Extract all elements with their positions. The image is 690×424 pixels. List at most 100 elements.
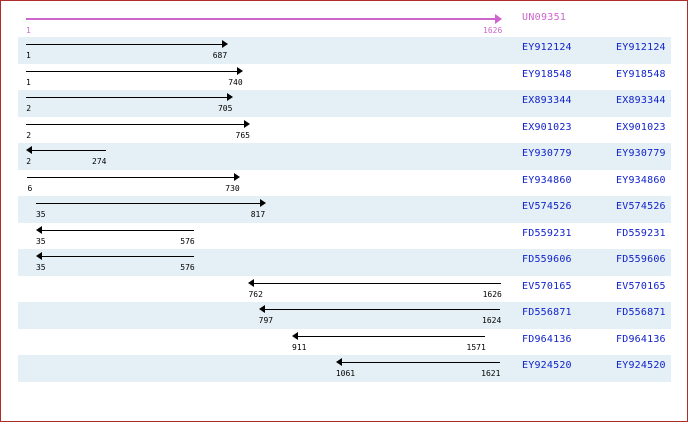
row-background	[18, 275, 671, 302]
arrow-right-icon	[234, 172, 241, 181]
arrow-left-icon	[258, 305, 265, 313]
alignment-bar[interactable]	[35, 203, 260, 204]
hit-accession-link[interactable]: FD559606	[522, 254, 572, 265]
row-background	[18, 169, 671, 196]
row-background	[18, 196, 671, 223]
arrow-left-icon	[248, 278, 255, 287]
table-row[interactable]: 2 705 EX893344 EX893344	[1, 90, 689, 117]
hsp-start-coordinate: 2	[26, 130, 32, 140]
row-background	[18, 222, 671, 249]
hit-description-link[interactable]: FD964136	[616, 333, 666, 345]
hit-description-link[interactable]: EY930779	[616, 148, 666, 159]
query-track-arrowhead-icon	[495, 14, 502, 24]
hit-description-link[interactable]: EX893344	[616, 95, 666, 106]
hit-description-link[interactable]: FD559231	[616, 227, 666, 239]
query-sequence-id: UN09351	[522, 12, 567, 23]
table-row[interactable]: 2 765 EX901023 EX901023	[1, 116, 689, 143]
hit-description-link[interactable]: EV574526	[616, 201, 666, 212]
hsp-start-coordinate: 35	[35, 210, 46, 219]
hsp-start-coordinate: 6	[27, 183, 33, 193]
hit-description-link[interactable]: EY934860	[616, 174, 666, 186]
hit-accession-link[interactable]: FD964136	[522, 333, 572, 345]
row-background	[18, 328, 671, 355]
hsp-end-coordinate: 730	[225, 183, 240, 193]
alignment-bar[interactable]	[297, 335, 485, 337]
hit-accession-link[interactable]: EX901023	[522, 121, 572, 133]
hit-accession-link[interactable]: EY918548	[522, 68, 572, 80]
hit-accession-link[interactable]: FD556871	[522, 307, 572, 318]
arrow-right-icon	[221, 40, 228, 48]
hsp-end-coordinate: 705	[217, 104, 233, 113]
table-row[interactable]: 1 687 EY912124 EY912124	[1, 37, 689, 64]
hsp-end-coordinate: 1621	[481, 369, 501, 378]
hit-description-link[interactable]: FD556871	[616, 307, 666, 318]
alignment-bar[interactable]	[26, 70, 237, 72]
hit-accession-link[interactable]: EV574526	[522, 201, 572, 212]
table-row[interactable]: 911 1571 FD964136 FD964136	[1, 328, 689, 355]
hit-accession-link[interactable]: EV570165	[522, 280, 572, 292]
hsp-start-coordinate: 35	[35, 236, 46, 246]
alignment-bar[interactable]	[26, 97, 227, 98]
table-row[interactable]: 6 730 EY934860 EY934860	[1, 169, 689, 196]
alignment-bar[interactable]	[253, 282, 501, 284]
row-background	[18, 355, 671, 382]
alignment-bar[interactable]	[40, 256, 195, 257]
row-background	[18, 116, 671, 143]
hsp-end-coordinate: 765	[235, 130, 250, 140]
hit-accession-link[interactable]: EY930779	[522, 148, 572, 159]
row-background	[18, 249, 671, 276]
alignment-bar[interactable]	[263, 309, 501, 310]
hit-accession-link[interactable]: FD559231	[522, 227, 572, 239]
hsp-end-coordinate: 1626	[482, 289, 502, 299]
query-track-line	[26, 18, 495, 20]
hsp-end-coordinate: 817	[250, 210, 266, 219]
row-background	[18, 302, 671, 329]
hit-accession-link[interactable]: EY924520	[522, 360, 572, 371]
table-row[interactable]: 35 576 FD559231 FD559231	[1, 222, 689, 249]
hit-description-link[interactable]: EV570165	[616, 280, 666, 292]
alignment-bar[interactable]	[340, 362, 500, 363]
alignment-bar[interactable]	[27, 176, 235, 178]
table-row[interactable]: 35 817 EV574526 EV574526	[1, 196, 689, 223]
hsp-start-coordinate: 797	[258, 316, 274, 325]
row-background	[18, 143, 671, 170]
hit-description-link[interactable]: EY918548	[616, 68, 666, 80]
arrow-left-icon	[335, 358, 342, 366]
hit-description-link[interactable]: EX901023	[616, 121, 666, 133]
hsp-start-coordinate: 762	[248, 289, 263, 299]
hsp-start-coordinate: 911	[292, 342, 307, 352]
hsp-end-coordinate: 274	[92, 157, 107, 166]
alignment-bar[interactable]	[26, 123, 245, 125]
arrow-left-icon	[35, 252, 42, 260]
hit-accession-link[interactable]: EX893344	[522, 95, 572, 106]
arrow-right-icon	[237, 66, 243, 75]
hsp-end-coordinate: 687	[212, 51, 228, 60]
alignment-bar[interactable]	[31, 150, 106, 151]
arrow-left-icon	[292, 331, 298, 340]
hit-description-link[interactable]: EY912124	[616, 42, 666, 53]
hsp-start-coordinate: 1	[26, 77, 31, 87]
arrow-left-icon	[26, 146, 33, 154]
hsp-start-coordinate: 1	[26, 51, 31, 60]
table-row[interactable]: 762 1626 EV570165 EV570165	[1, 275, 689, 302]
hit-accession-link[interactable]: EY934860	[522, 174, 572, 186]
alignment-bar[interactable]	[40, 229, 195, 231]
table-row[interactable]: 1061 1621 EY924520 EY924520	[1, 355, 689, 382]
hsp-start-coordinate: 2	[26, 104, 32, 113]
hsp-end-coordinate: 1571	[466, 342, 486, 352]
alignment-bar[interactable]	[26, 44, 222, 45]
hit-description-link[interactable]: FD559606	[616, 254, 666, 265]
row-background	[18, 90, 671, 117]
hsp-end-coordinate: 576	[180, 236, 195, 246]
hit-accession-link[interactable]: EY912124	[522, 42, 572, 53]
hit-description-link[interactable]: EY924520	[616, 360, 666, 371]
hsp-start-coordinate: 1061	[335, 369, 356, 378]
query-end-coordinate: 1626	[483, 26, 503, 35]
arrow-left-icon	[35, 225, 42, 234]
